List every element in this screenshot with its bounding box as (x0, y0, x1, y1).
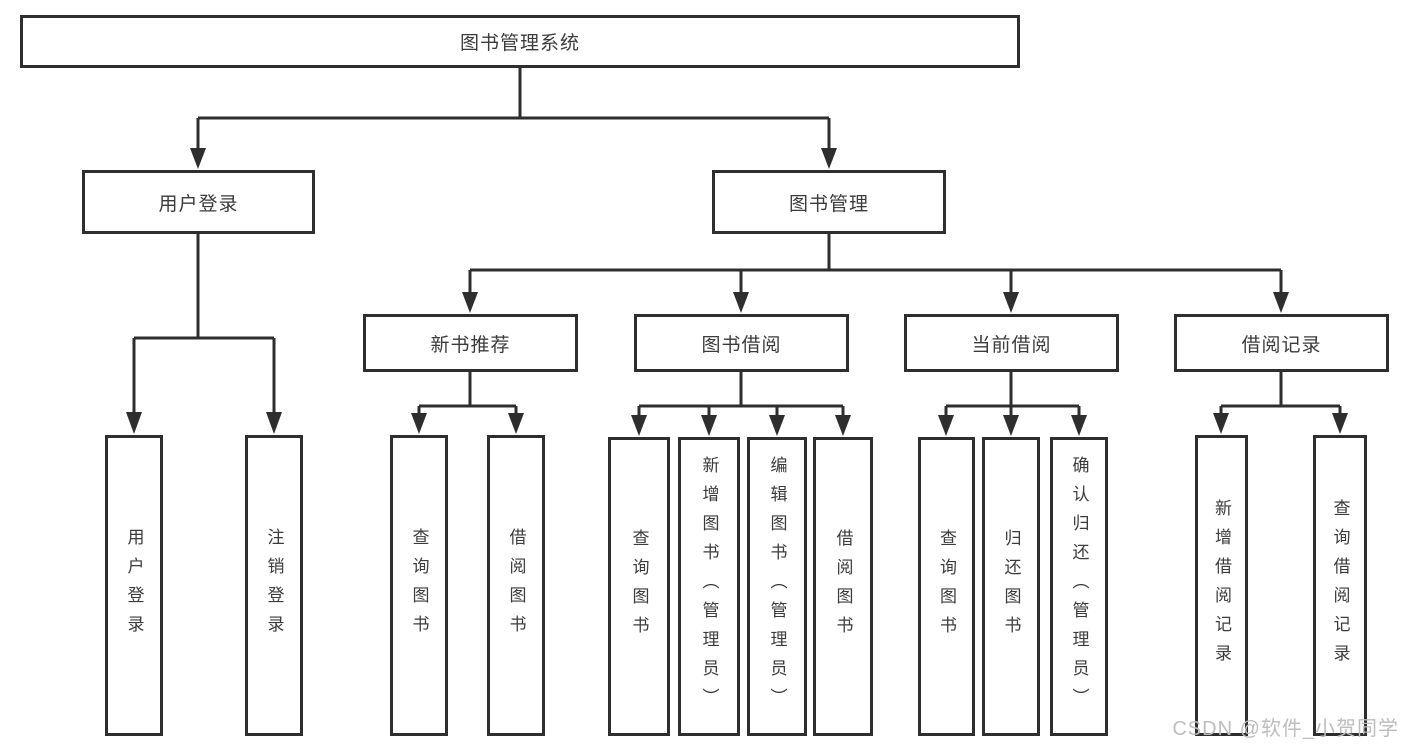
node-new-book-recommend: 新书推荐 (363, 314, 578, 372)
node-user-login-branch: 用户登录 (82, 170, 315, 234)
leaf-query-borrow-record: 查询借阅记录 (1313, 435, 1367, 736)
node-borrow-record: 借阅记录 (1174, 314, 1389, 372)
csdn-watermark: CSDN @软件_小贺同学 (1172, 718, 1399, 740)
leaf-borrow-query-book: 查询图书 (608, 437, 670, 736)
leaf-borrow-book: 借阅图书 (813, 437, 873, 736)
leaf-add-borrow-record: 新增借阅记录 (1195, 435, 1248, 736)
leaf-edit-book-admin: 编辑图书（管理员） (747, 437, 807, 736)
leaf-current-query-book: 查询图书 (918, 437, 975, 736)
node-book-management-branch: 图书管理 (712, 170, 946, 234)
node-current-borrow: 当前借阅 (904, 314, 1119, 372)
leaf-recommend-borrow-book: 借阅图书 (487, 435, 545, 736)
leaf-return-book: 归还图书 (982, 437, 1040, 736)
node-book-borrow: 图书借阅 (634, 314, 849, 372)
leaf-recommend-query-book: 查询图书 (390, 435, 448, 736)
arrowhead-icons (126, 148, 1348, 436)
leaf-logout: 注销登录 (245, 435, 303, 736)
leaf-add-book-admin: 新增图书（管理员） (678, 437, 740, 736)
node-root-system: 图书管理系统 (20, 15, 1020, 68)
leaf-confirm-return-admin: 确认归还（管理员） (1050, 437, 1108, 736)
leaf-user-login: 用户登录 (105, 435, 163, 736)
